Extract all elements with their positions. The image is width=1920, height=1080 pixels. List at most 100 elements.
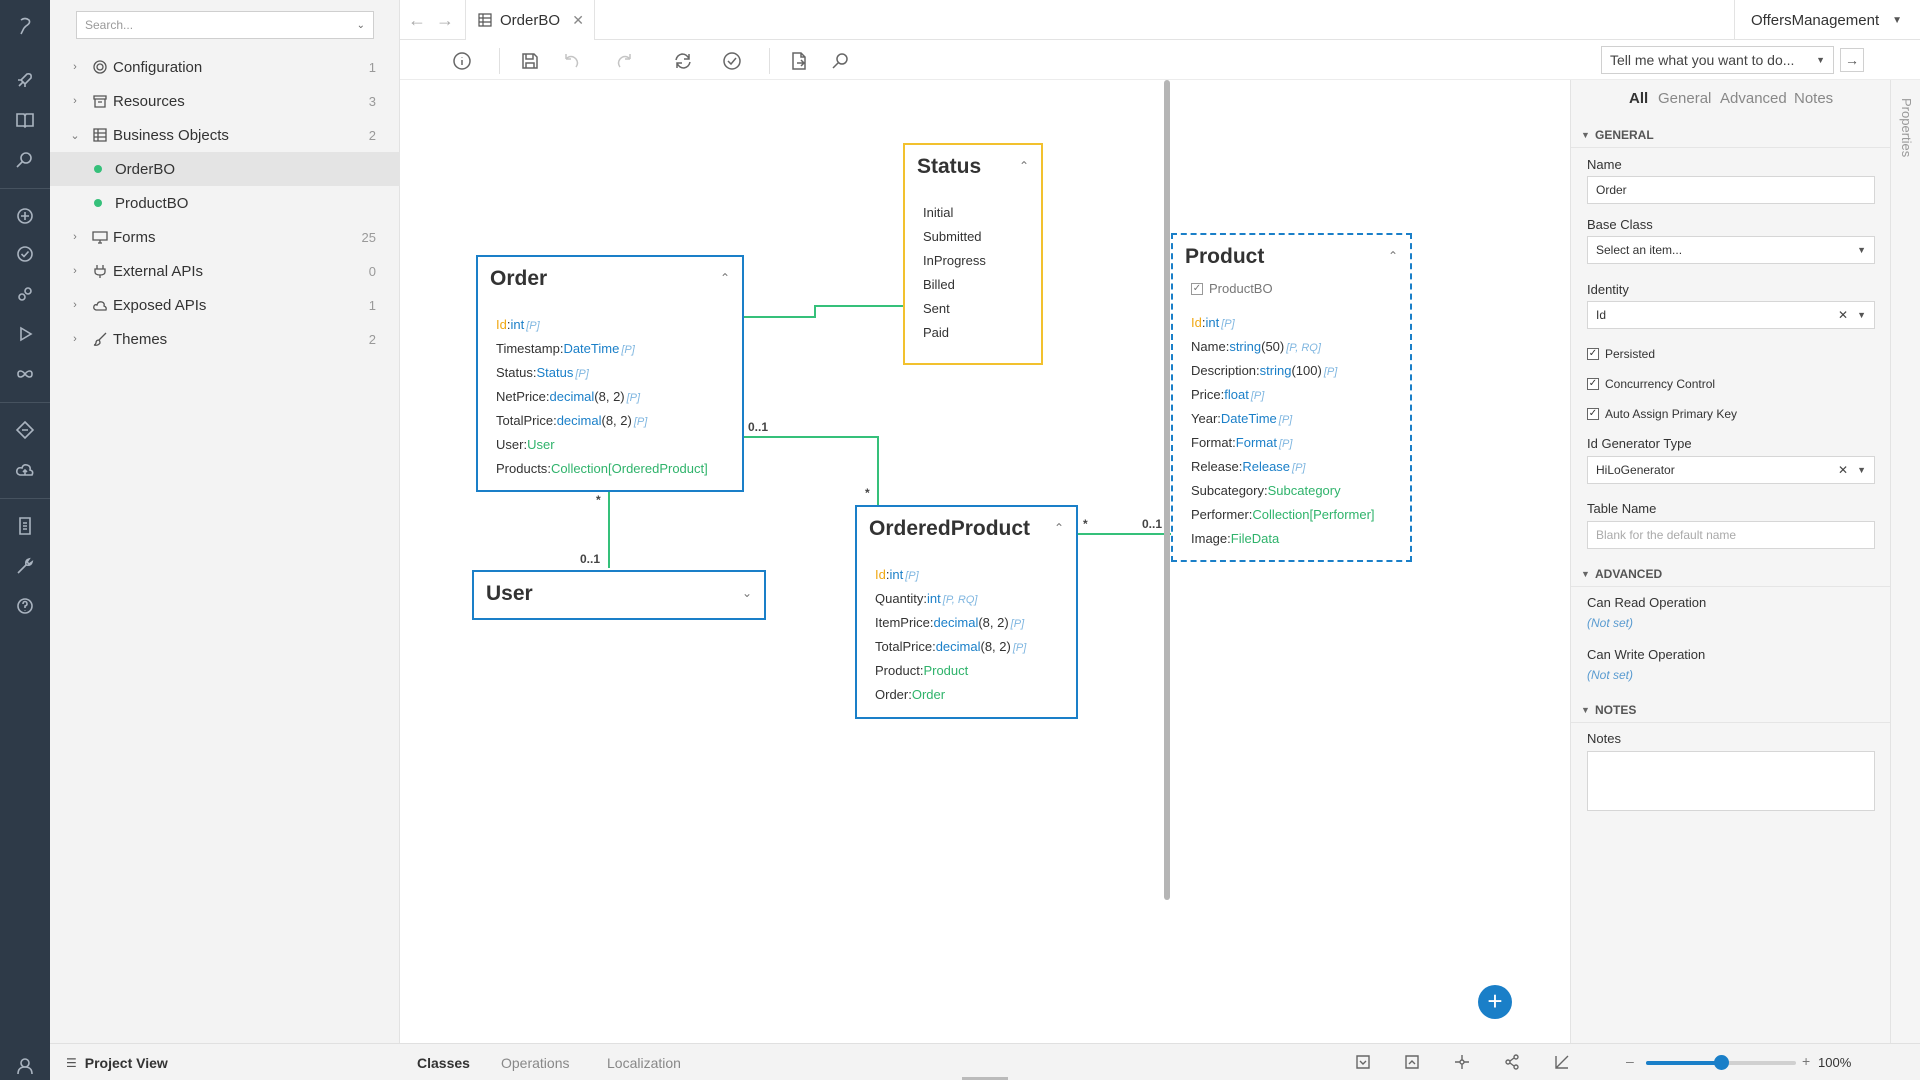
class-field[interactable]: ItemPrice:decimal(8, 2)[P] — [875, 611, 1026, 635]
class-field[interactable]: TotalPrice:decimal(8, 2)[P] — [496, 409, 708, 433]
zoom-out-icon[interactable]: – — [1626, 1053, 1634, 1069]
tree-item-external-apis[interactable]: › External APIs 0 — [50, 254, 400, 288]
export-icon[interactable] — [788, 50, 810, 72]
back-arrow-icon[interactable]: ← — [408, 10, 426, 31]
share-icon[interactable] — [1504, 1054, 1522, 1072]
auto-pk-checkbox[interactable]: ✓Auto Assign Primary Key — [1587, 407, 1737, 421]
class-field[interactable]: Image:FileData — [1191, 527, 1375, 551]
tree-item-business-objects[interactable]: ⌄ Business Objects 2 — [50, 118, 400, 152]
diagram-canvas[interactable]: Status ⌃ Initial Submitted InProgress Bi… — [400, 80, 1561, 1043]
book-icon[interactable] — [0, 102, 50, 138]
class-field[interactable]: Status:Status[P] — [496, 361, 708, 385]
forward-arrow-icon[interactable]: → — [436, 10, 454, 31]
info-icon[interactable] — [451, 50, 473, 72]
class-orderedproduct[interactable]: OrderedProduct ⌃ Id:int[P]Quantity:int[P… — [855, 505, 1078, 719]
class-order[interactable]: Order ⌃ Id:int[P]Timestamp:DateTime[P]St… — [476, 255, 744, 492]
chevron-up-icon[interactable]: ⌃ — [1388, 249, 1398, 263]
wrench-icon[interactable] — [0, 548, 50, 584]
chevron-right-icon[interactable]: › — [68, 231, 82, 243]
tab-notes[interactable]: Notes — [1794, 90, 1833, 107]
cloud-upload-icon[interactable] — [0, 452, 50, 488]
chevron-right-icon[interactable]: › — [68, 299, 82, 311]
user-icon[interactable] — [0, 1048, 50, 1080]
tab-general[interactable]: General — [1658, 90, 1711, 107]
chevron-right-icon[interactable]: › — [68, 265, 82, 277]
class-field[interactable]: Performer:Collection[Performer] — [1191, 503, 1375, 527]
check-circle-icon[interactable] — [0, 236, 50, 272]
class-field[interactable]: User:User — [496, 433, 708, 457]
class-field[interactable]: Id:int[P] — [1191, 311, 1375, 335]
infinity-icon[interactable] — [0, 356, 50, 392]
chevron-right-icon[interactable]: › — [68, 95, 82, 107]
tree-item-forms[interactable]: › Forms 25 — [50, 220, 400, 254]
section-notes[interactable]: ▼NOTES — [1571, 697, 1891, 723]
can-read-value[interactable]: (Not set) — [1587, 616, 1633, 630]
class-field[interactable]: NetPrice:decimal(8, 2)[P] — [496, 385, 708, 409]
redo-icon[interactable] — [614, 50, 636, 72]
tree-item-configuration[interactable]: › Configuration 1 — [50, 50, 400, 84]
class-field[interactable]: Id:int[P] — [496, 313, 708, 337]
document-icon[interactable] — [0, 508, 50, 544]
tab-advanced[interactable]: Advanced — [1720, 90, 1787, 107]
tab-operations[interactable]: Operations — [501, 1055, 569, 1071]
tab-classes[interactable]: Classes — [417, 1055, 470, 1071]
refresh-icon[interactable] — [672, 50, 694, 72]
search-input[interactable]: Search... ⌄ — [76, 11, 374, 39]
zoom-in-icon[interactable]: + — [1802, 1053, 1810, 1069]
collapse-all-icon[interactable] — [1355, 1054, 1373, 1072]
find-icon[interactable] — [830, 50, 852, 72]
class-field[interactable]: Subcategory:Subcategory — [1191, 479, 1375, 503]
tell-me-input[interactable]: Tell me what you want to do... ▼ — [1601, 46, 1834, 74]
canvas-scrollbar[interactable] — [1164, 80, 1170, 900]
expand-all-icon[interactable] — [1404, 1054, 1422, 1072]
concurrency-checkbox[interactable]: ✓Concurrency Control — [1587, 377, 1715, 391]
class-field[interactable]: Price:float[P] — [1191, 383, 1375, 407]
class-field[interactable]: Format:Format[P] — [1191, 431, 1375, 455]
base-class-select[interactable]: Select an item... ▼ — [1587, 236, 1875, 264]
project-view-toggle[interactable]: ☰ Project View — [66, 1044, 168, 1080]
zoom-slider[interactable] — [1646, 1061, 1796, 1065]
chevron-up-icon[interactable]: ⌃ — [1019, 159, 1029, 173]
class-field[interactable]: Release:Release[P] — [1191, 455, 1375, 479]
class-field[interactable]: Timestamp:DateTime[P] — [496, 337, 708, 361]
project-selector[interactable]: OffersManagement ▼ — [1734, 0, 1920, 40]
tree-item-productbo[interactable]: ProductBO — [50, 186, 400, 220]
class-field[interactable]: Order:Order — [875, 683, 1026, 707]
chevron-down-icon[interactable]: ⌄ — [742, 586, 752, 600]
class-product[interactable]: Product ⌃ ✓ ProductBO Id:int[P]Name:stri… — [1171, 233, 1412, 562]
chevron-down-icon[interactable]: ⌄ — [68, 129, 82, 142]
play-icon[interactable] — [0, 316, 50, 352]
class-field[interactable]: Name:string(50)[P, RQ] — [1191, 335, 1375, 359]
class-user[interactable]: User ⌄ — [472, 570, 766, 620]
chevron-up-icon[interactable]: ⌃ — [720, 271, 730, 285]
class-field[interactable]: Id:int[P] — [875, 563, 1026, 587]
validate-icon[interactable] — [721, 50, 743, 72]
class-field[interactable]: Quantity:int[P, RQ] — [875, 587, 1026, 611]
search-icon[interactable] — [0, 142, 50, 178]
chevron-right-icon[interactable]: › — [68, 333, 82, 345]
class-field[interactable]: Description:string(100)[P] — [1191, 359, 1375, 383]
idgen-select[interactable]: HiLoGenerator ✕ ▼ — [1587, 456, 1875, 484]
class-field[interactable]: Products:Collection[OrderedProduct] — [496, 457, 708, 481]
notes-textarea[interactable] — [1587, 751, 1875, 811]
help-icon[interactable] — [0, 588, 50, 624]
diamond-icon[interactable] — [0, 412, 50, 448]
chevron-up-icon[interactable]: ⌃ — [1054, 521, 1064, 535]
gears-icon[interactable] — [0, 276, 50, 312]
add-element-button[interactable]: + — [1478, 985, 1512, 1019]
logo-icon[interactable] — [0, 8, 50, 44]
clear-icon[interactable]: ✕ — [1838, 308, 1848, 322]
section-general[interactable]: ▼GENERAL — [1571, 122, 1891, 148]
tree-item-themes[interactable]: › Themes 2 — [50, 322, 400, 356]
tab-orderbo[interactable]: OrderBO ✕ — [465, 0, 595, 40]
identity-select[interactable]: Id ✕ ▼ — [1587, 301, 1875, 329]
layout-icon[interactable] — [1454, 1054, 1472, 1072]
tab-localization[interactable]: Localization — [607, 1055, 681, 1071]
tree-item-orderbo[interactable]: OrderBO — [50, 152, 400, 186]
close-icon[interactable]: ✕ — [572, 12, 584, 29]
section-advanced[interactable]: ▼ADVANCED — [1571, 561, 1891, 587]
undo-icon[interactable] — [560, 50, 582, 72]
rocket-icon[interactable] — [0, 62, 50, 98]
class-field[interactable]: Year:DateTime[P] — [1191, 407, 1375, 431]
tree-item-resources[interactable]: › Resources 3 — [50, 84, 400, 118]
